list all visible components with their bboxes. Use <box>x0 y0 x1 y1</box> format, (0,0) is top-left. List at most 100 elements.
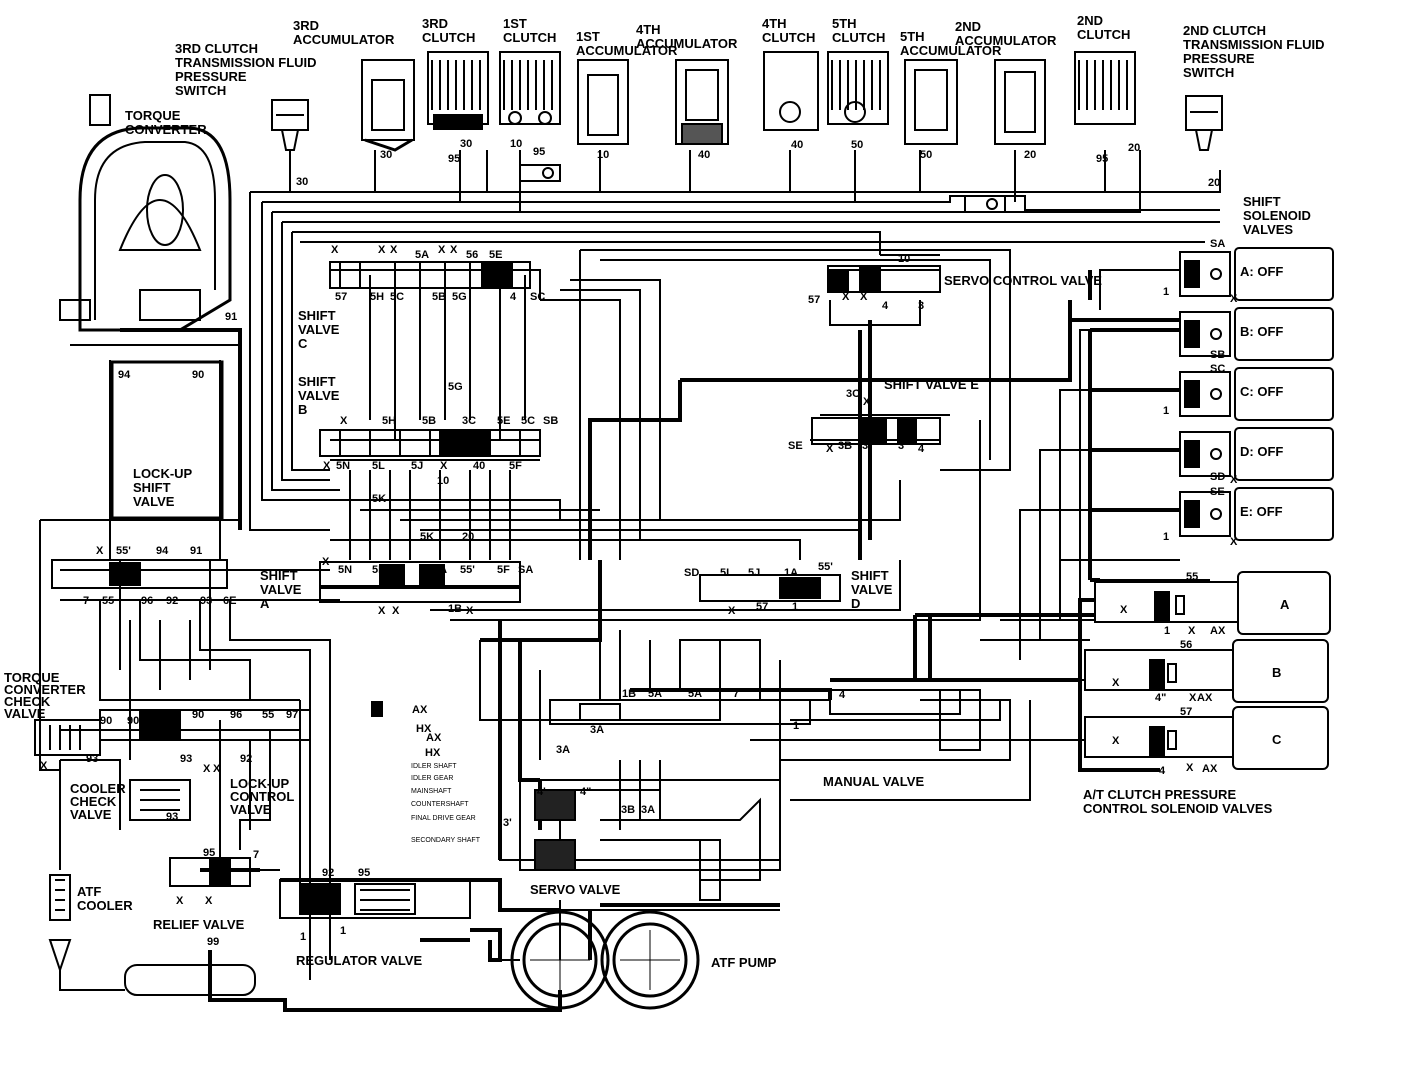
lockup-control-valve-title: LOCK-UP <box>230 776 290 791</box>
tc-check-valve-title: CHECK <box>4 694 51 709</box>
vent-x-marker: X <box>378 605 386 617</box>
regulator-legend-item: HX <box>425 747 441 759</box>
lockup-shift-valve-title: VALVE <box>133 494 175 509</box>
vent-x-marker: X <box>40 760 48 772</box>
port-label: 20 <box>462 531 474 543</box>
port-label: 10 <box>437 475 449 487</box>
pcs-b-label: B <box>1272 665 1281 680</box>
port-label: 4 <box>510 291 517 303</box>
vent-x-marker: X <box>1230 293 1238 305</box>
port-label: 96 <box>230 709 242 721</box>
relief-valve-title: RELIEF VALVE <box>153 917 245 932</box>
port-label: 40 <box>698 149 710 161</box>
vent-x-marker: X <box>378 244 386 256</box>
port-label: 1 <box>1163 405 1169 417</box>
lockup-shift-valve-body <box>110 360 224 520</box>
valve-bodies <box>34 261 981 996</box>
port-label: 5L <box>720 567 733 579</box>
vent-x-marker: X <box>826 443 834 455</box>
port-label: 3A <box>641 804 655 816</box>
port-label: 50 <box>920 149 932 161</box>
cooler-check-valve-title: CHECK <box>70 794 117 809</box>
port-label: 1 <box>793 720 799 732</box>
vent-x-marker: X <box>438 244 446 256</box>
port-label: 3C <box>462 415 476 427</box>
regulator-legend-item: MAINSHAFT <box>411 788 452 795</box>
port-label: 5F <box>509 460 522 472</box>
port-label: 95 <box>203 847 215 859</box>
clutch3-switch-title: PRESSURE <box>175 69 247 84</box>
vent-x-marker: X <box>1112 677 1120 689</box>
regulator-legend-item: IDLER SHAFT <box>411 763 457 770</box>
vent-x-marker: X <box>176 895 184 907</box>
port-label: SB <box>543 415 558 427</box>
regulator-legend-item: HX <box>416 723 432 735</box>
port-label: 91 <box>225 311 237 323</box>
port-label: SA <box>518 564 533 576</box>
vent-x-marker: X <box>96 545 104 557</box>
shift-solenoid-valves-title: SHIFT <box>1243 194 1281 209</box>
port-label: SE <box>1210 486 1225 498</box>
shift-valve-a-title: SHIFT <box>260 568 298 583</box>
vent-x-marker: X <box>205 895 213 907</box>
shift-solenoid-valves-title: VALVES <box>1243 222 1293 237</box>
clutch2-switch-title: SWITCH <box>1183 65 1234 80</box>
clutch2-switch-title: 2ND CLUTCH <box>1183 23 1266 38</box>
accum3-title: 3RD <box>293 18 319 33</box>
port-label: 55' <box>460 564 475 576</box>
fluid-lines <box>39 150 1221 980</box>
pressure-control-solenoids <box>1084 571 1331 770</box>
port-label: 55 <box>102 595 114 607</box>
port-label: 5G <box>452 291 467 303</box>
vent-x-marker: X <box>450 244 458 256</box>
port-label: 5D <box>372 564 386 576</box>
clutch3-title: CLUTCH <box>422 30 475 45</box>
port-label: SB <box>1210 349 1225 361</box>
vent-x-marker: X <box>323 460 331 472</box>
vent-x-marker: X <box>842 291 850 303</box>
port-label: 93 <box>180 753 192 765</box>
port-label: 3C <box>846 388 860 400</box>
port-label: 90 <box>100 715 112 727</box>
pcs-a-label: A <box>1280 597 1290 612</box>
shift-valve-c-title: C <box>298 336 308 351</box>
port-label: 5J <box>411 460 423 472</box>
port-label: SE <box>788 440 803 452</box>
port-label: SC <box>530 291 545 303</box>
cooler-check-valve-title: COOLER <box>70 781 126 796</box>
port-label: 40 <box>473 460 485 472</box>
port-label: 5C <box>390 291 404 303</box>
shift-valve-a-title: VALVE <box>260 582 302 597</box>
at-clutch-solenoids-title: CONTROL SOLENOID VALVES <box>1083 801 1273 816</box>
port-label: 1A <box>433 564 447 576</box>
port-label: 1B <box>622 688 636 700</box>
port-label: 5E <box>497 415 510 427</box>
accum2-title: ACCUMULATOR <box>955 33 1057 48</box>
vent-x-marker: X <box>1186 762 1194 774</box>
clutch1-title: 1ST <box>503 16 527 31</box>
pressure-switch-3rd <box>271 99 309 131</box>
port-label: 30 <box>380 149 392 161</box>
port-label: 3 <box>918 300 924 312</box>
port-label: 93 <box>166 811 178 823</box>
port-label: 5N <box>338 564 352 576</box>
port-label: 55' <box>818 561 833 573</box>
vent-x-marker: X <box>1188 625 1196 637</box>
accum1-title: 1ST <box>576 29 600 44</box>
port-label: 5J <box>748 567 760 579</box>
clutch3-switch-title: 3RD CLUTCH <box>175 41 258 56</box>
port-label: 5K <box>420 531 434 543</box>
port-label: 50 <box>851 139 863 151</box>
port-label: 55' <box>116 545 131 557</box>
port-label: 97 <box>286 709 298 721</box>
clutch2-switch-title: TRANSMISSION FLUID <box>1183 37 1325 52</box>
port-label: 92 <box>322 867 334 879</box>
port-label: 5G <box>448 381 463 393</box>
port-label: 92 <box>166 595 178 607</box>
atf-pump-title: ATF PUMP <box>711 955 777 970</box>
pcs-c-port: 57 <box>1180 706 1192 718</box>
port-label: AX <box>1210 625 1226 637</box>
port-label: 5H <box>370 291 384 303</box>
vent-x-marker: X <box>340 415 348 427</box>
